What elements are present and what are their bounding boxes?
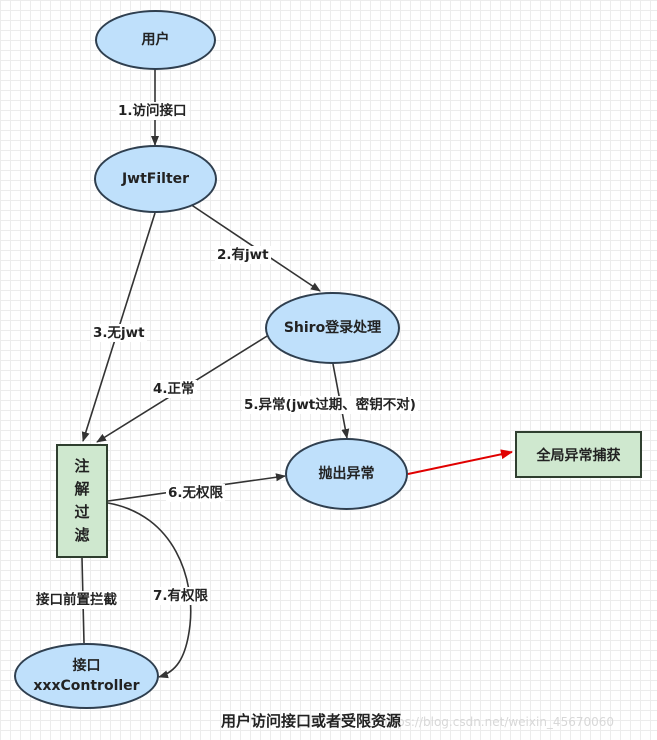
edge-1-label: 1.访问接口 <box>116 102 189 120</box>
node-global-exception-label: 全局异常捕获 <box>536 447 621 464</box>
node-api-controller-line-1: 接口 <box>72 658 101 674</box>
node-shiro-login: Shiro登录处理 <box>265 292 400 364</box>
diagram-caption: 用户访问接口或者受限资源 <box>221 712 402 730</box>
node-user: 用户 <box>95 10 216 70</box>
edge-7-label: 7.有权限 <box>151 587 211 605</box>
node-global-exception: 全局异常捕获 <box>515 431 642 478</box>
node-throw-exception: 抛出异常 <box>285 438 408 510</box>
node-api-controller: 接口 xxxController <box>14 643 159 709</box>
watermark: https://blog.csdn.net/weixin_45670060 <box>380 715 615 729</box>
node-annotation-filter-char-2: 解 <box>74 480 90 498</box>
node-jwt-filter: JwtFilter <box>94 145 217 213</box>
node-jwt-filter-label: JwtFilter <box>121 171 190 187</box>
node-annotation-filter: 注 解 过 滤 <box>56 444 108 558</box>
node-throw-exception-label: 抛出异常 <box>318 466 375 482</box>
node-annotation-filter-char-1: 注 <box>74 457 90 475</box>
edge-4-label: 4.正常 <box>151 380 197 398</box>
node-annotation-filter-char-3: 过 <box>74 503 90 521</box>
edge-highlight-line <box>407 449 513 475</box>
node-shiro-login-label: Shiro登录处理 <box>283 320 382 336</box>
edge-2-label: 2.有jwt <box>215 246 271 264</box>
edge-7-curve <box>107 502 192 679</box>
node-user-label: 用户 <box>141 32 170 48</box>
node-api-controller-line-2: xxxController <box>33 678 140 694</box>
edge-8-label: 接口前置拦截 <box>34 591 119 609</box>
edge-6-label: 6.无权限 <box>166 484 226 502</box>
node-annotation-filter-char-4: 滤 <box>74 526 90 544</box>
edge-5-label: 5.异常(jwt过期、密钥不对) <box>242 396 418 414</box>
edge-3-label: 3.无jwt <box>91 324 147 342</box>
